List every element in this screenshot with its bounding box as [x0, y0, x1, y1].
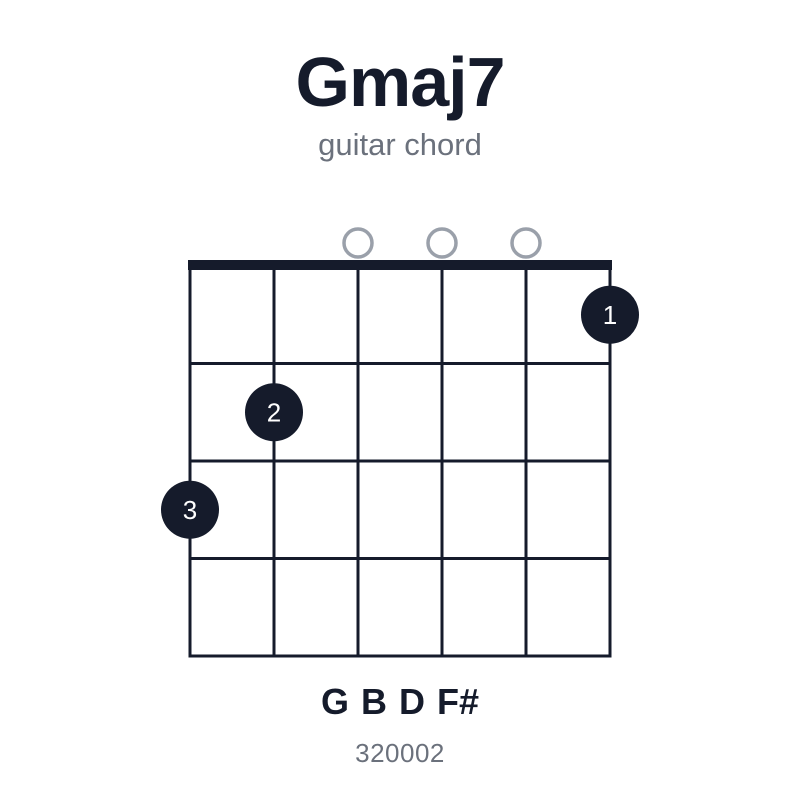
finger-positions: 1 2 3 — [161, 285, 639, 539]
finger-number: 2 — [267, 397, 281, 427]
open-string-marker — [426, 227, 458, 259]
open-string-markers — [342, 227, 542, 259]
finger-number: 3 — [183, 495, 197, 525]
chord-notes: G B D F# — [320, 681, 479, 722]
chord-title: Gmaj7 — [295, 43, 506, 121]
fretboard-grid — [188, 260, 612, 658]
open-string-marker — [510, 227, 542, 259]
chord-fret-code: 320002 — [355, 738, 445, 768]
finger-dot — [581, 285, 639, 344]
open-string-marker — [342, 227, 374, 259]
finger-number: 1 — [603, 300, 617, 330]
finger-dot — [161, 480, 219, 539]
finger-dot — [245, 383, 303, 442]
chord-subtitle: guitar chord — [318, 127, 482, 162]
nut — [188, 260, 612, 270]
